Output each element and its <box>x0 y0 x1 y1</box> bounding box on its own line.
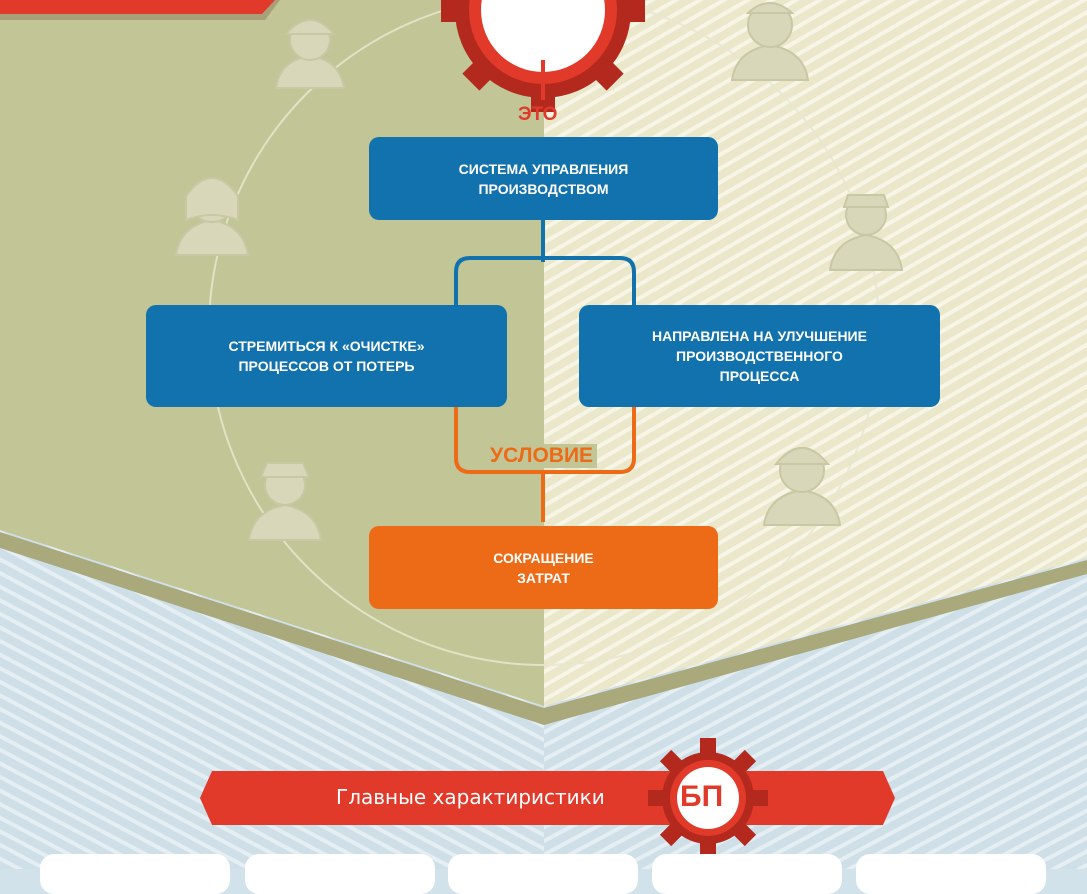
worker-figure-icon <box>762 447 842 526</box>
gear-icon <box>648 738 768 858</box>
characteristic-card <box>448 854 638 894</box>
top-ribbon <box>0 0 275 14</box>
box-left: СТРЕМИТЬСЯ К «ОЧИСТКЕ» ПРОЦЕССОВ ОТ ПОТЕ… <box>146 305 507 407</box>
worker-figures <box>174 2 904 541</box>
worker-figure-icon <box>828 194 904 271</box>
box-right: НАПРАВЛЕНА НА УЛУЧШЕНИЕ ПРОИЗВОДСТВЕННОГ… <box>579 305 940 407</box>
worker-figure-icon <box>274 19 346 89</box>
background-illustration <box>0 0 1087 869</box>
characteristic-card <box>245 854 435 894</box>
worker-figure-icon <box>730 2 810 81</box>
gear-icon <box>441 0 645 112</box>
characteristic-card <box>856 854 1046 894</box>
label-eto: ЭТО <box>518 104 558 125</box>
worker-figure-icon <box>247 462 323 541</box>
characteristic-card <box>40 854 230 894</box>
badge-label: БП <box>680 780 724 813</box>
box-result: СОКРАЩЕНИЕ ЗАТРАТ <box>369 526 718 609</box>
characteristic-card <box>652 854 842 894</box>
ribbon-title: Главные характиристики <box>336 785 605 809</box>
label-condition: УСЛОВИЕ <box>486 444 598 468</box>
connector-line <box>454 256 636 305</box>
worker-figure-icon <box>174 177 250 256</box>
chevron-shadow <box>0 532 1087 725</box>
box-system: СИСТЕМА УПРАВЛЕНИЯ ПРОИЗВОДСТВОМ <box>369 137 718 220</box>
